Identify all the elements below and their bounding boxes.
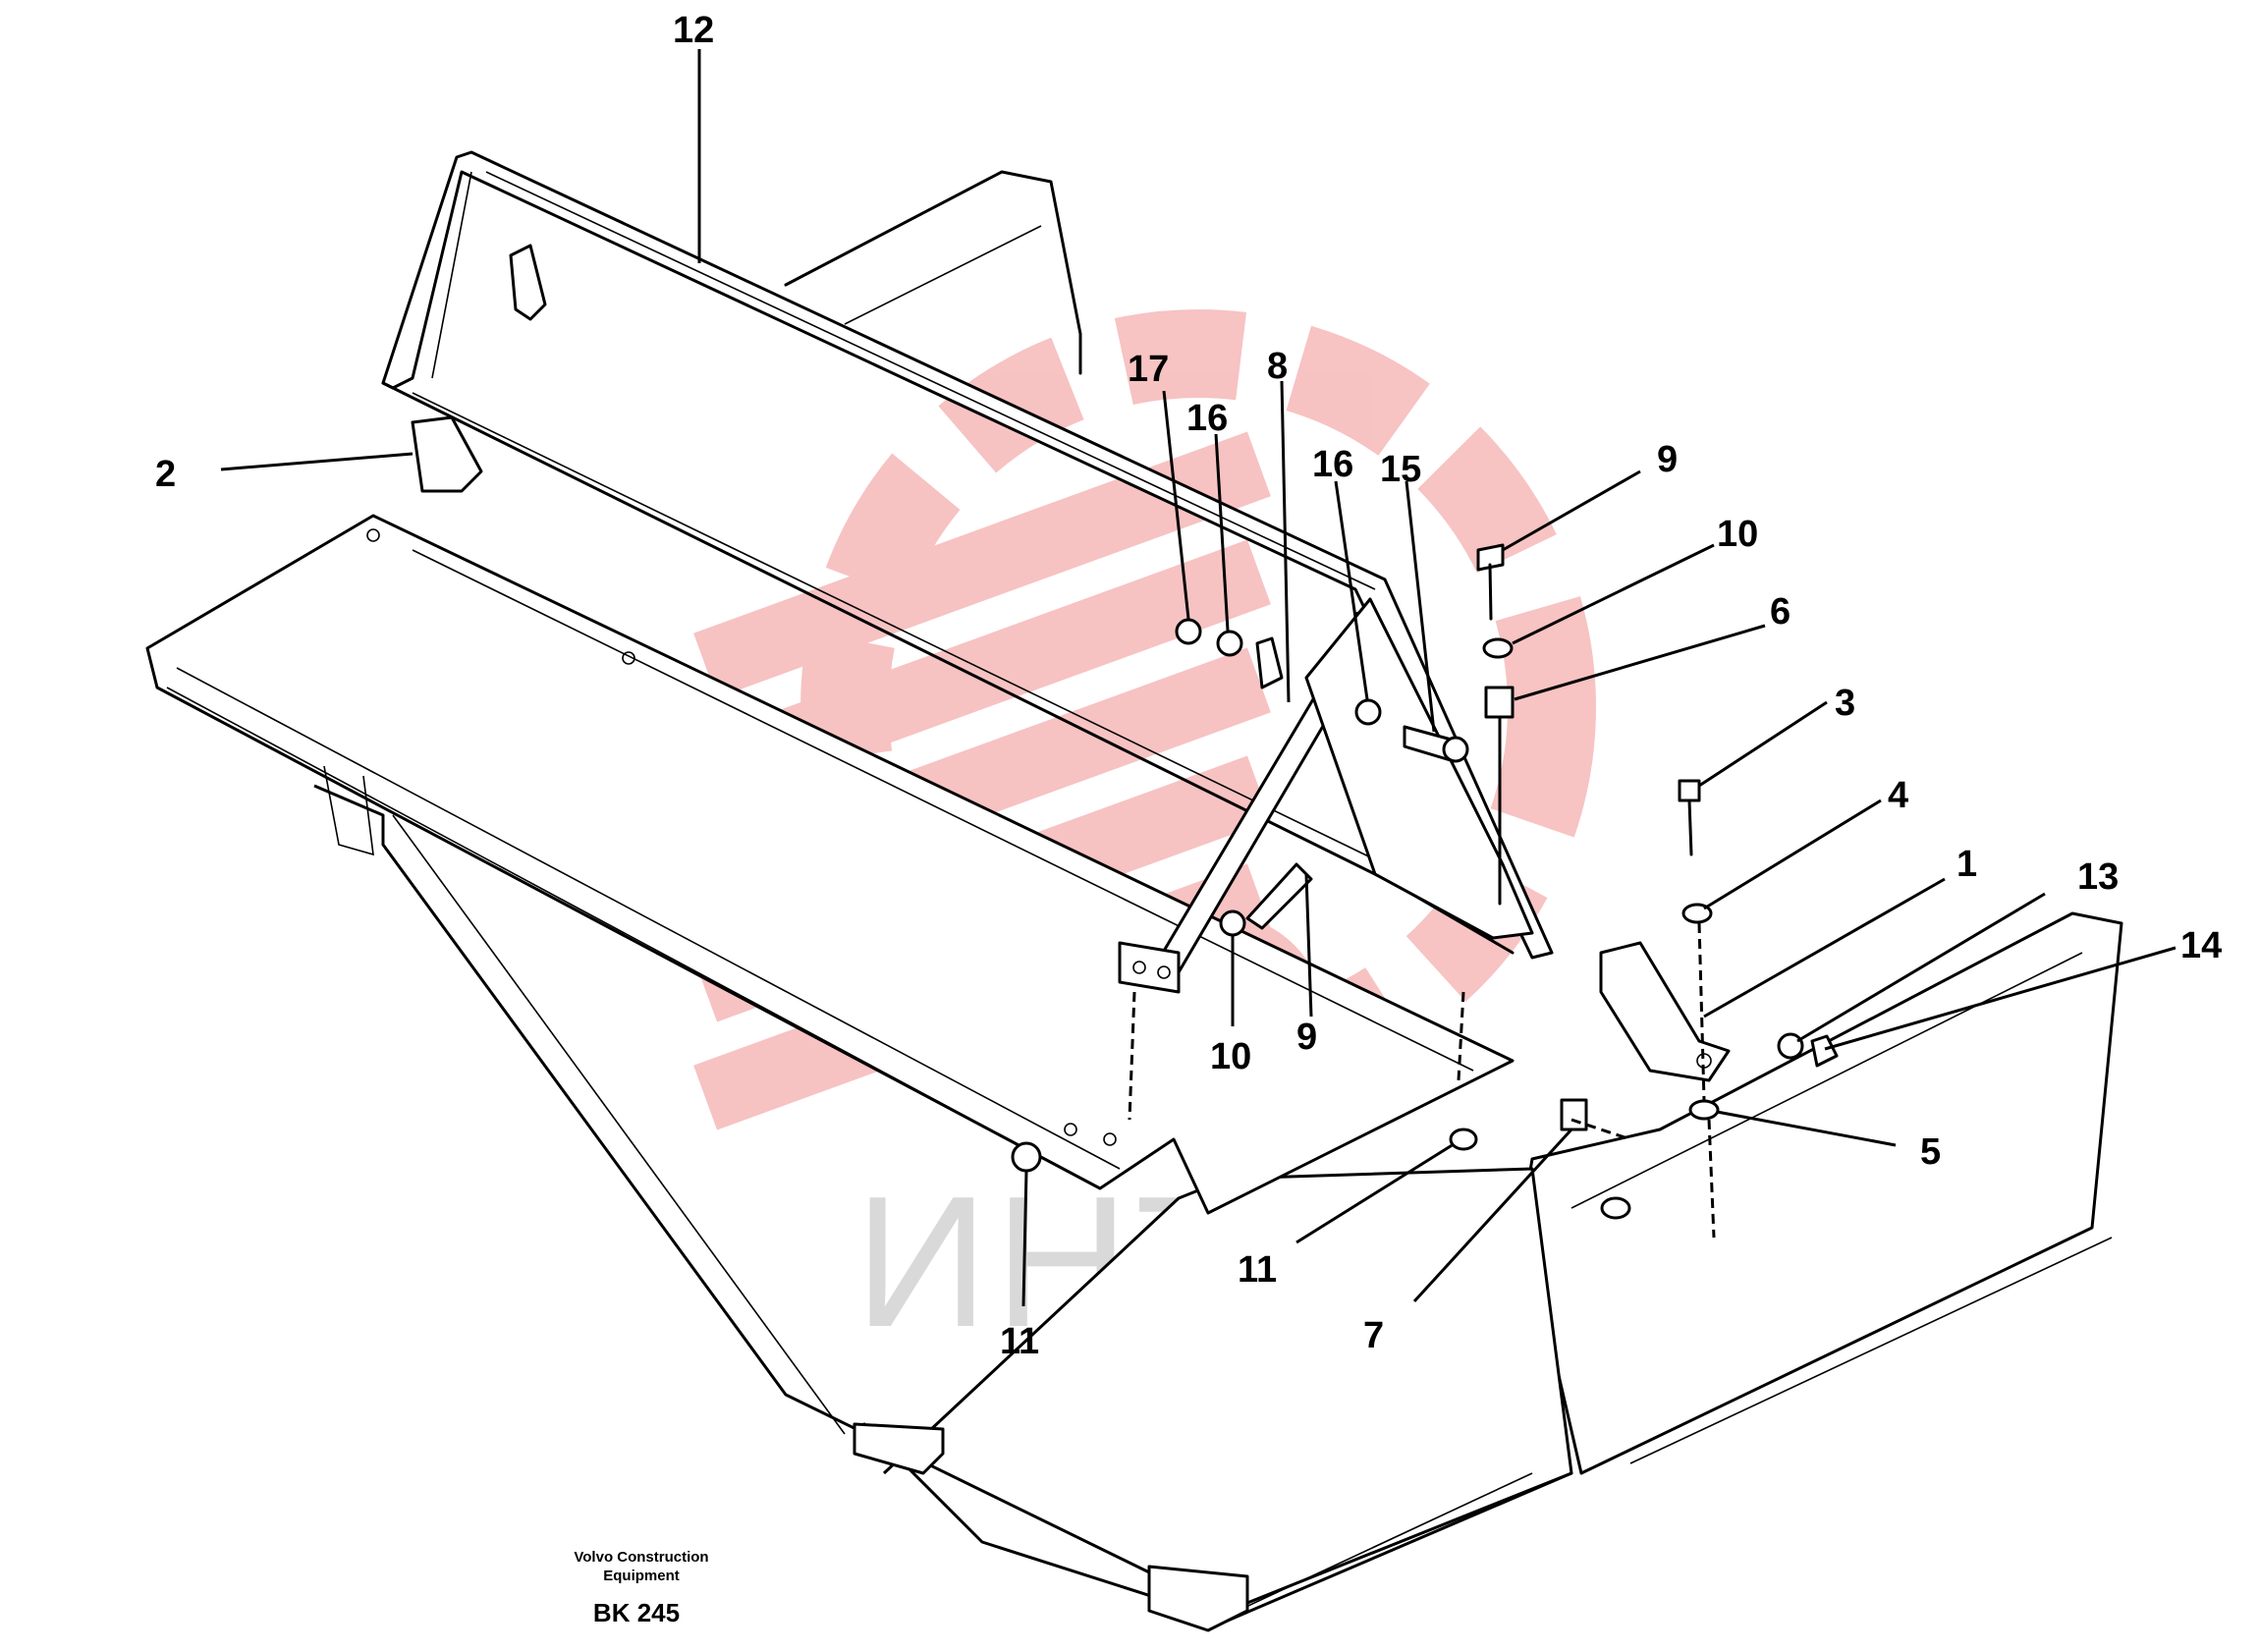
callout-9: 9	[1657, 439, 1678, 480]
manufacturer-line-2: Equipment	[603, 1568, 680, 1584]
callout-15: 15	[1380, 449, 1421, 490]
callout-5: 5	[1920, 1131, 1941, 1173]
callout-1: 1	[1956, 844, 1977, 885]
callout-11: 11	[1238, 1249, 1277, 1291]
caption: Volvo Construction Equipment BK 245	[574, 1549, 708, 1627]
right-side-panel	[1520, 911, 2123, 1475]
hinge-bracket-left	[509, 244, 547, 321]
callout-3: 3	[1835, 683, 1855, 724]
callout-12: 12	[673, 10, 714, 51]
callout-6: 6	[1770, 591, 1791, 633]
callout-7: 7	[1363, 1315, 1384, 1356]
drawing-code: BK 245	[593, 1598, 680, 1627]
callout-16: 16	[1312, 444, 1353, 485]
callout-11: 11	[1000, 1321, 1039, 1362]
gusset-plate	[1304, 597, 1534, 940]
pillar-block	[411, 415, 483, 493]
rear-box-top	[784, 170, 1082, 336]
strut-end-plate	[1118, 941, 1181, 994]
dump-body-drawing	[145, 150, 2123, 1632]
callout-10: 10	[1717, 514, 1758, 555]
callout-4: 4	[1888, 775, 1908, 816]
callout-9: 9	[1296, 1017, 1317, 1058]
manufacturer-line-1: Volvo Construction	[574, 1549, 708, 1566]
callout-17: 17	[1128, 349, 1169, 390]
foot-right	[1147, 1565, 1249, 1632]
fasteners	[1011, 543, 1839, 1239]
callout-16: 16	[1186, 398, 1228, 439]
callout-8: 8	[1267, 346, 1288, 387]
hopper-bottom	[862, 1422, 1573, 1623]
front-platform	[145, 514, 1515, 1215]
callout-13: 13	[2077, 856, 2119, 898]
leader-lines	[220, 49, 2176, 1307]
callout-10: 10	[1210, 1036, 1251, 1077]
callouts: 12 2 17 16 8 16 15 9 10 6 3 4 1 13 14 5 …	[155, 10, 2222, 1362]
foot-left	[853, 1422, 945, 1475]
bracket-part-1	[1599, 941, 1731, 1082]
callout-14: 14	[2180, 925, 2222, 966]
callout-2: 2	[155, 454, 176, 495]
